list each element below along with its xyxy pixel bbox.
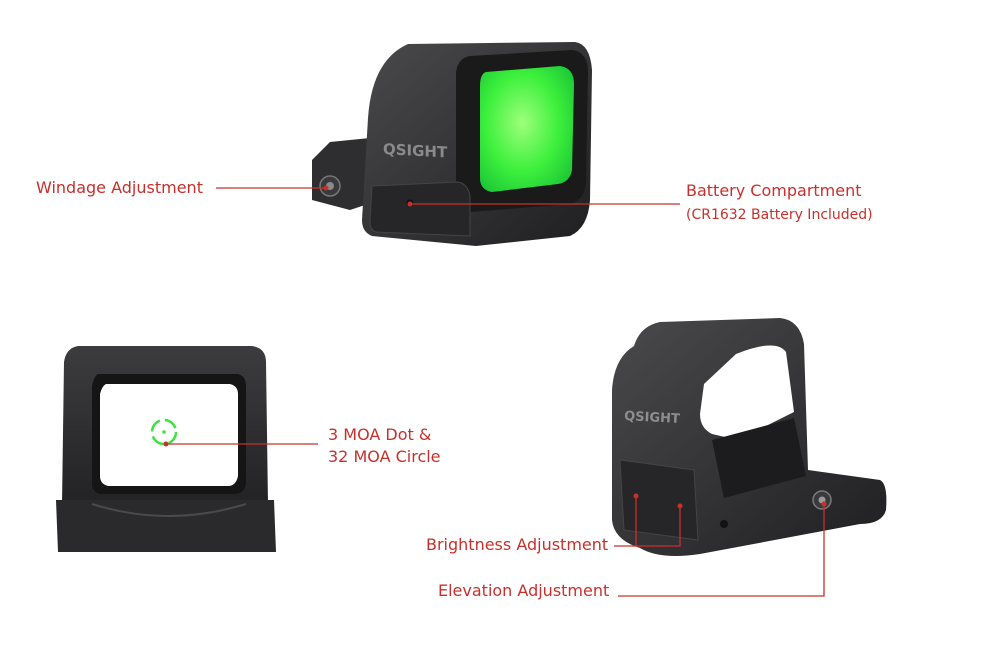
rear-port-icon <box>720 520 728 528</box>
windage-callout-dot <box>323 185 329 191</box>
front-sight-base-bevel <box>91 503 247 517</box>
brightness-callout-dot-2 <box>677 503 683 509</box>
reticle-callout-dot <box>163 441 169 447</box>
front-sight-base <box>56 500 276 552</box>
battery-note: (CR1632 Battery Included) <box>686 207 873 223</box>
battery-callout-dot <box>407 201 413 207</box>
rear-sight-panel <box>619 459 699 541</box>
top-sight: QSIGHT <box>312 42 592 246</box>
rear-sight-inner <box>712 418 806 498</box>
brightness-callout-dot-1 <box>633 493 639 499</box>
front-sight <box>56 346 276 552</box>
reticle-icon <box>150 418 178 446</box>
reticle-label-line1: 3 MOA Dot & <box>328 425 432 444</box>
elevation-callout-line <box>618 504 825 597</box>
elevation-label: Elevation Adjustment <box>438 581 610 600</box>
reticle-label-line2: 32 MOA Circle <box>328 447 441 466</box>
rear-sight-window <box>700 345 794 440</box>
top-sight-brand: QSIGHT <box>383 140 448 161</box>
top-sight-lens <box>480 66 574 192</box>
windage-label: Windage Adjustment <box>36 178 203 197</box>
brightness-label: Brightness Adjustment <box>426 535 609 554</box>
battery-label: Battery Compartment <box>686 181 862 200</box>
rear-sight-brand: QSIGHT <box>624 409 681 427</box>
elevation-callout-dot <box>821 501 827 507</box>
battery-cover-icon <box>369 181 471 237</box>
callout-lines <box>163 185 827 597</box>
rear-sight: QSIGHT <box>612 318 887 556</box>
front-sight-glass <box>100 384 238 486</box>
